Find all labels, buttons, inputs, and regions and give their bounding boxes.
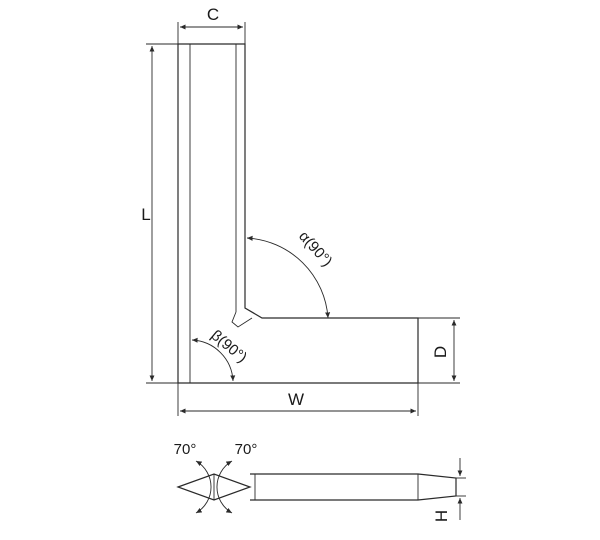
label-angle-right: 70°	[235, 441, 258, 458]
square-body	[177, 43, 419, 384]
label-w: W	[288, 390, 304, 409]
dimension-w: W	[177, 383, 419, 416]
side-view	[176, 473, 457, 501]
angle-70-right: 70°	[216, 441, 258, 514]
label-c: C	[207, 5, 219, 24]
label-alpha: α(90°)	[295, 228, 335, 270]
label-beta: β(90°)	[208, 327, 251, 367]
dimension-c: C	[177, 5, 246, 44]
label-l: L	[141, 205, 150, 224]
label-angle-left: 70°	[174, 441, 197, 458]
angle-70-left: 70°	[174, 441, 212, 514]
label-d: D	[431, 346, 450, 358]
dimension-d: D	[418, 317, 460, 384]
angle-alpha: α(90°)	[246, 228, 335, 319]
angle-beta: β(90°)	[191, 327, 251, 382]
label-h: H	[432, 510, 451, 522]
dimension-l: L	[141, 43, 178, 384]
dimension-h: H	[432, 458, 466, 522]
